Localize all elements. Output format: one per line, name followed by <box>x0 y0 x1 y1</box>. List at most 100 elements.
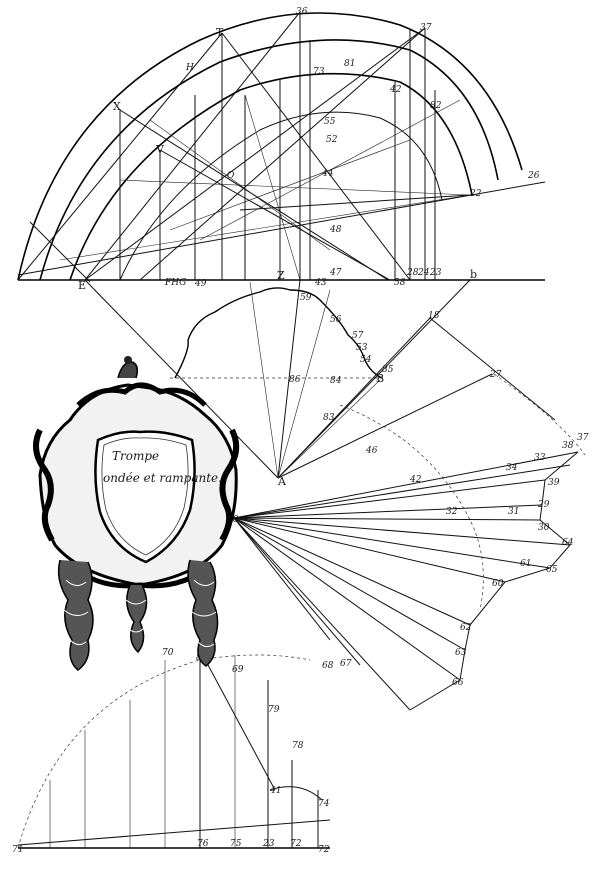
label-86: 86 <box>289 375 301 385</box>
fan-rays <box>233 451 579 711</box>
label-34: 34 <box>506 463 518 473</box>
outer-arc <box>17 12 523 281</box>
second-arc <box>39 39 499 281</box>
label-63: 63 <box>455 648 467 658</box>
lower-main-verticals <box>199 650 319 848</box>
label-73: 73 <box>313 67 325 77</box>
cartouche-right-scroll <box>219 428 240 542</box>
label-66: 66 <box>452 678 464 688</box>
label-26: 26 <box>527 171 540 181</box>
label-69: 69 <box>232 665 244 675</box>
label-56: 56 <box>330 315 342 325</box>
label-55: 55 <box>324 117 336 127</box>
label-42-fan: 42 <box>409 475 422 485</box>
label-30: 30 <box>538 523 550 533</box>
label-61: 61 <box>520 559 531 569</box>
label-65: 65 <box>546 565 558 575</box>
label-75: 75 <box>230 839 242 849</box>
cartouche-shield <box>94 430 196 564</box>
label-B: B <box>376 372 384 385</box>
fan-dotted-arc <box>339 404 484 611</box>
label-54: 54 <box>360 355 372 365</box>
lower-inclined <box>17 819 331 846</box>
label-81: 81 <box>344 59 355 69</box>
label-79: 79 <box>268 705 280 715</box>
label-46: 46 <box>365 446 378 456</box>
label-78: 78 <box>292 741 304 751</box>
label-32: 32 <box>446 507 458 517</box>
cartouche-crest <box>117 361 139 379</box>
plan-long-ray <box>277 317 431 479</box>
label-A: A <box>277 475 287 488</box>
label-b: b <box>470 268 477 281</box>
plan-ray-2 <box>277 289 331 479</box>
label-82: 82 <box>430 101 442 111</box>
plan-ray-3 <box>277 373 493 479</box>
fan-outer-contour <box>409 451 579 711</box>
label-39: 39 <box>548 478 560 488</box>
vertical-guides <box>119 12 436 280</box>
label-60: 60 <box>492 579 504 589</box>
lower-development: 70 80 69 79 78 41 74 71 76 75 23 72 72 <box>12 648 331 855</box>
inclined-line <box>17 181 546 276</box>
label-38: 38 <box>562 441 574 451</box>
label-37-top: 37 <box>420 23 432 33</box>
label-41: 41 <box>269 786 281 796</box>
plan-ray-4 <box>277 379 381 479</box>
label-36: 36 <box>296 7 308 17</box>
plan-left-diagonal <box>84 279 279 479</box>
label-49: 49 <box>194 279 207 289</box>
plan-axis <box>277 279 301 479</box>
label-29: 29 <box>537 500 550 510</box>
label-X: X <box>113 100 121 113</box>
label-33: 33 <box>534 453 546 463</box>
label-72: 72 <box>318 845 330 855</box>
label-42: 42 <box>389 85 402 95</box>
third-arc <box>69 72 473 281</box>
label-85: 85 <box>382 365 394 375</box>
label-O: O <box>227 171 235 181</box>
label-31: 31 <box>508 507 519 517</box>
lower-diagonal <box>199 649 276 791</box>
label-E: E <box>78 279 86 292</box>
label-21: 72 <box>290 839 302 849</box>
cartouche-left-scroll <box>33 428 55 542</box>
label-24: 24 <box>417 268 430 278</box>
wavy-plan: A B 59 56 57 53 54 85 84 86 83 46 18 27 <box>84 279 556 488</box>
label-58: 58 <box>394 278 406 288</box>
label-67: 67 <box>340 659 352 669</box>
cartouche: Trompe ondée et rampante. <box>33 356 240 671</box>
plan-ray-1 <box>249 281 279 479</box>
label-T: T <box>216 26 224 39</box>
cartouche-title-line2: ondée et rampante. <box>103 471 222 485</box>
label-74: 74 <box>318 799 330 809</box>
label-37-right: 37 <box>577 433 589 443</box>
label-H: H <box>185 63 194 73</box>
cartouche-pendant-right <box>187 559 219 667</box>
label-71: 71 <box>12 845 23 855</box>
label-52: 52 <box>326 135 338 145</box>
cartouche-pendant-center <box>125 584 148 654</box>
cartouche-crest-bud <box>124 356 132 364</box>
elevation-diagram: T X V H O E FHG Z b 37 36 81 82 55 52 44… <box>17 7 546 292</box>
label-83: 83 <box>323 413 335 423</box>
fine-construction <box>59 94 471 281</box>
label-53: 53 <box>356 343 368 353</box>
label-23-low: 23 <box>262 839 275 849</box>
cartouche-title-line1: Trompe <box>112 449 159 463</box>
label-Z: Z <box>277 269 285 282</box>
label-FHG: FHG <box>164 278 186 288</box>
label-44: 44 <box>321 169 334 179</box>
undulating-contour <box>174 287 383 379</box>
label-84: 84 <box>330 376 342 386</box>
label-43: 43 <box>314 278 327 288</box>
label-68: 68 <box>322 661 334 671</box>
cartouche-pendant-left <box>57 559 94 671</box>
label-28: 28 <box>406 268 419 278</box>
label-V: V <box>155 143 165 156</box>
cartouche-shield-inner <box>101 437 189 556</box>
label-48: 48 <box>329 225 342 235</box>
label-22: 22 <box>469 189 482 199</box>
label-64: 64 <box>562 538 574 548</box>
